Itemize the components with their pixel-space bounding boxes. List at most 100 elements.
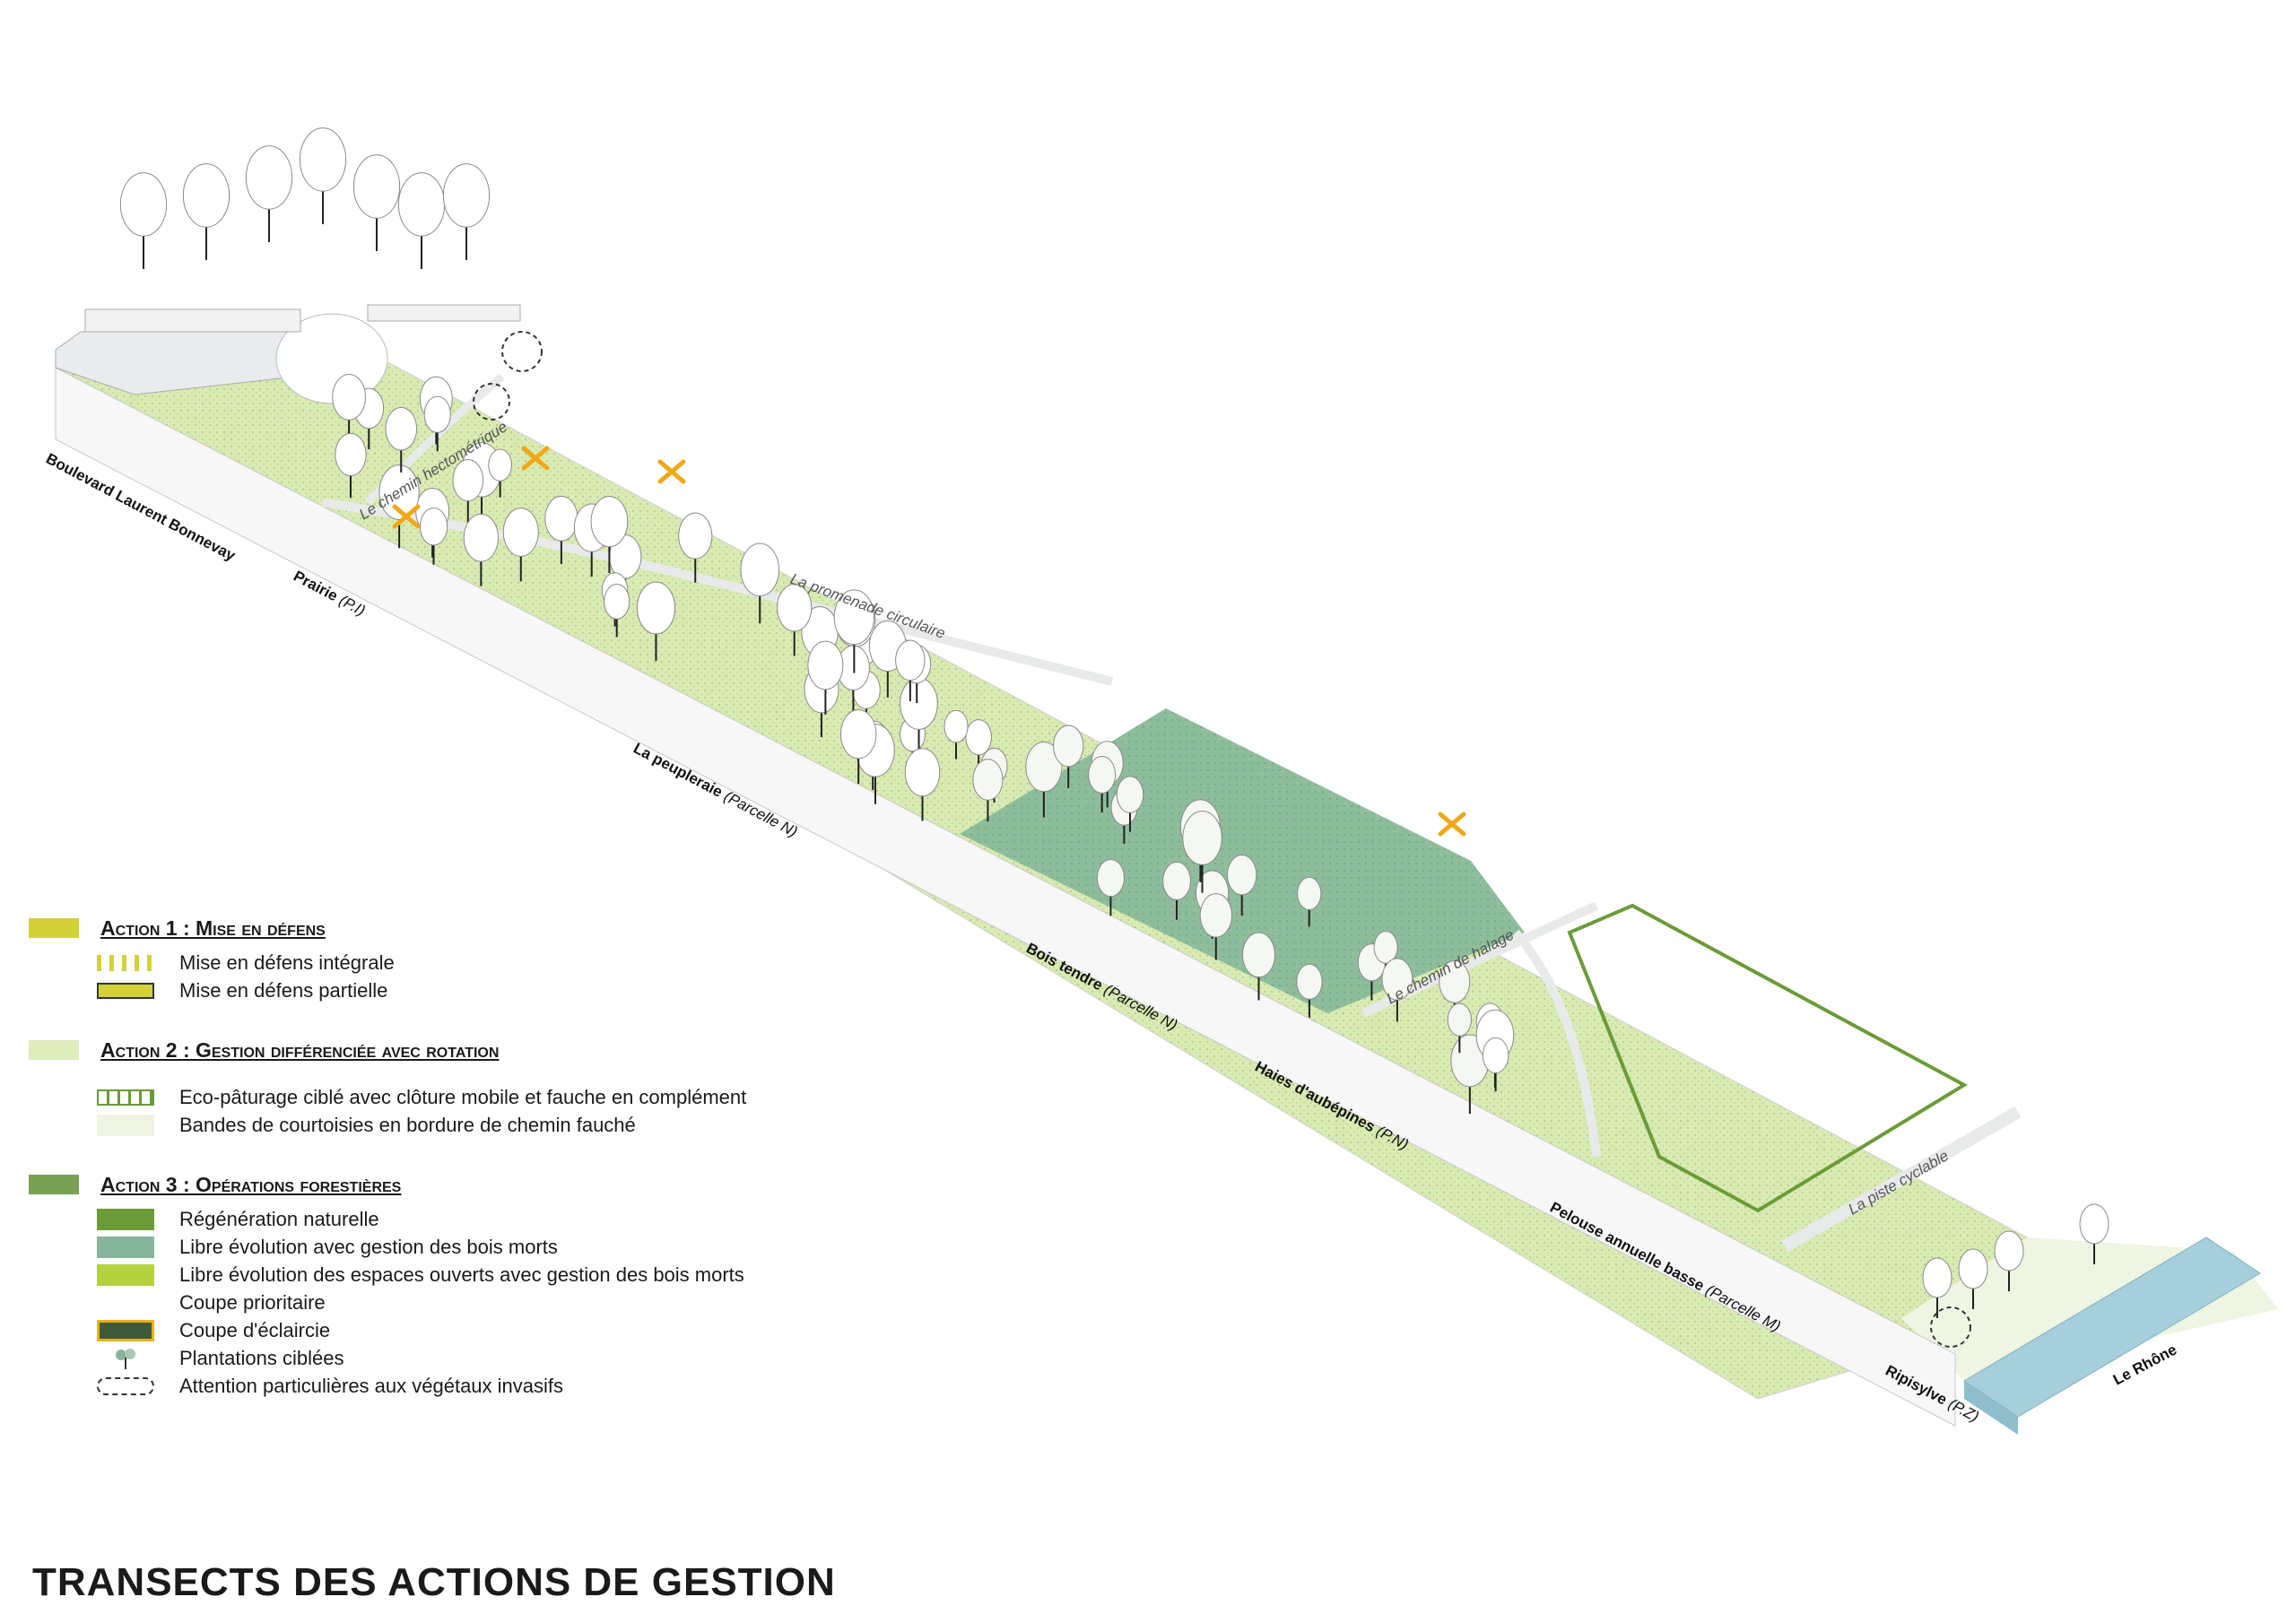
tree [2079, 1203, 2109, 1264]
legend-item-label: Attention particulières aux végétaux inv… [179, 1374, 564, 1397]
tree [678, 512, 713, 583]
tree [245, 145, 293, 242]
coupe-prioritaire-swatch [97, 1292, 154, 1314]
river-front [1964, 1381, 2018, 1435]
legend-item: Plantations ciblées [29, 1344, 926, 1372]
action2-swatch [29, 1040, 79, 1060]
river-rhone [1963, 1237, 2261, 1418]
tree [544, 495, 578, 565]
tree [1199, 893, 1232, 960]
tree [182, 163, 230, 260]
invasive-circle [1930, 1306, 1971, 1348]
coupe-marker [392, 504, 421, 529]
tree [777, 583, 813, 656]
coupe-marker [521, 446, 550, 471]
tree [1922, 1257, 1952, 1318]
tree [965, 719, 992, 774]
legend-item-label: Libre évolution avec gestion des bois mo… [179, 1235, 558, 1258]
tree [904, 748, 941, 821]
tree [299, 127, 347, 224]
tree [1994, 1230, 2024, 1291]
tree [944, 709, 969, 759]
tree [442, 163, 491, 260]
legend-item-label: Mise en défens partielle [179, 978, 388, 1002]
legend-item-label: Libre évolution des espaces ouverts avec… [179, 1263, 744, 1286]
action3-swatch [29, 1175, 79, 1194]
tree [895, 639, 926, 701]
tree [1088, 755, 1117, 813]
tree [423, 395, 451, 452]
tree [1297, 876, 1322, 927]
mise-en-defens-partielle-swatch [97, 982, 154, 999]
tree [1096, 858, 1125, 916]
tree [972, 759, 1004, 822]
legend-item: Eco-pâturage ciblé avec clôture mobile e… [29, 1083, 926, 1111]
libre-espaces-swatch [97, 1263, 154, 1286]
tree [740, 542, 779, 624]
tree [1241, 932, 1276, 1001]
legend-action3-title: Action 3 : Opérations forestières [100, 1172, 402, 1196]
tree [452, 458, 484, 523]
legend-item: Régénération naturelle [29, 1205, 926, 1233]
coupe-eclaircie-swatch [97, 1319, 154, 1341]
sapling-icon [97, 1348, 154, 1369]
legend-item: Libre évolution des espaces ouverts avec… [29, 1261, 926, 1289]
legend-action1-title: Action 1 : Mise en défens [100, 916, 326, 940]
tree [1025, 741, 1063, 818]
tree [604, 584, 631, 638]
tree [1162, 861, 1191, 920]
legend-item-label: Bandes de courtoisies en bordure de chem… [179, 1113, 636, 1136]
fence-icon [97, 1089, 154, 1106]
action1-swatch [29, 918, 79, 938]
legend-item: Bandes de courtoisies en bordure de chem… [29, 1111, 926, 1139]
tree [839, 709, 877, 785]
tree [1958, 1248, 1988, 1309]
tree [335, 432, 367, 499]
tree [590, 496, 629, 573]
path-piste-cyclable [1781, 1106, 2022, 1253]
tree [1381, 958, 1413, 1022]
eco-paturage-enclosure [1567, 903, 1969, 1213]
coupe-prioritaire-markers [392, 446, 1466, 837]
tree [119, 172, 168, 269]
path-promenade-circulaire [322, 498, 1114, 686]
tree [636, 581, 675, 662]
libre-evolution-swatch [97, 1236, 154, 1258]
coupe-marker [657, 459, 686, 484]
path-curve-pelouse [1512, 929, 1601, 1158]
coupe-marker [1438, 812, 1466, 837]
legend-item: Libre évolution avec gestion des bois mo… [29, 1233, 926, 1261]
tree [463, 513, 500, 586]
legend-action2-title: Action 2 : Gestion différenciée avec rot… [100, 1037, 500, 1062]
legend: Action 1 : Mise en défens Mise en défens… [29, 913, 926, 1400]
tree [1182, 811, 1222, 893]
band-front-face [55, 367, 1956, 1427]
trees [119, 127, 2109, 1318]
legend-item-label: Plantations ciblées [179, 1346, 344, 1369]
tree [807, 640, 844, 715]
legend-item: Coupe d'éclaircie [29, 1316, 926, 1344]
tree [1053, 725, 1084, 788]
legend-action2-header: Action 2 : Gestion différenciée avec rot… [29, 1035, 926, 1065]
tree [1227, 854, 1257, 916]
legend-item-label: Régénération naturelle [179, 1207, 379, 1230]
tree [419, 508, 448, 565]
tree [833, 589, 874, 673]
tree [502, 508, 539, 582]
tree [1296, 963, 1323, 1018]
legend-item-label: Mise en défens intégrale [179, 950, 395, 974]
tree [1482, 1037, 1509, 1092]
dashed-ellipse-icon [97, 1376, 154, 1395]
tree [1116, 776, 1144, 832]
regeneration-swatch [97, 1208, 154, 1230]
tree [397, 172, 446, 269]
legend-action3-header: Action 3 : Opérations forestières [29, 1169, 926, 1200]
tree [488, 448, 512, 498]
legend-item-label: Coupe prioritaire [179, 1290, 326, 1314]
tree [385, 407, 418, 473]
legend-item: Mise en défens partielle [29, 976, 926, 1004]
legend-action1-header: Action 1 : Mise en défens [29, 913, 926, 943]
invasive-circle [473, 383, 510, 421]
legend-item: Coupe prioritaire [29, 1289, 926, 1316]
